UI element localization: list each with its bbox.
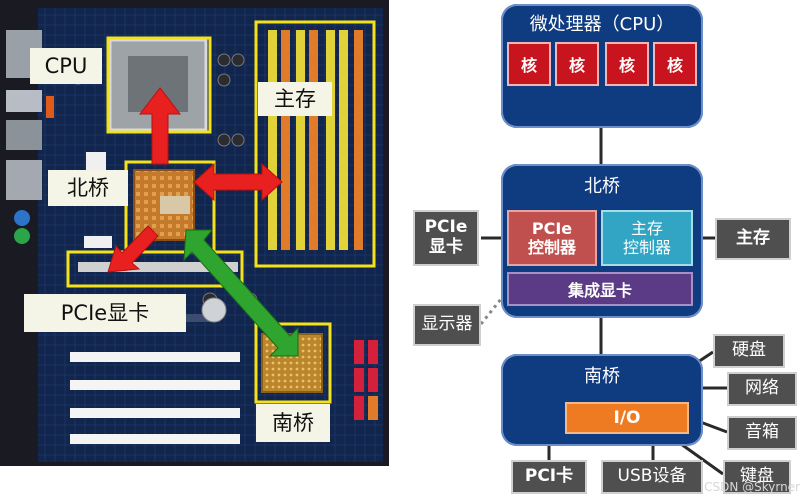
red-arrows <box>107 87 283 273</box>
memory-controller: 主存 控制器 <box>601 210 693 266</box>
display-box: 显示器 <box>413 304 481 346</box>
north-bridge-title: 北桥 <box>584 176 620 197</box>
cpu-title: 微处理器（CPU） <box>529 14 675 35</box>
motherboard-photo: CPU 北桥 主存 PCIe显卡 南桥 <box>0 0 389 466</box>
integrated-graphics: 集成显卡 <box>507 272 693 306</box>
cmos-battery <box>201 297 227 323</box>
label-south-bridge: 南桥 <box>256 404 330 442</box>
rear-port <box>6 120 42 150</box>
cpu-core: 核 <box>653 42 697 86</box>
label-north-bridge: 北桥 <box>48 170 128 206</box>
watermark: CSDN @Skyrner <box>704 480 800 494</box>
label-pcie-card: PCIe显卡 <box>24 294 186 332</box>
pcie-card-line1: PCIe <box>424 217 468 238</box>
pcie-controller-line1: PCIe <box>531 218 573 238</box>
main-memory-box: 主存 <box>715 218 791 260</box>
peripheral-speaker: 音箱 <box>727 416 797 450</box>
rear-port <box>6 160 42 200</box>
pcie-controller: PCIe 控制器 <box>507 210 597 266</box>
io-block: I/O <box>565 402 689 434</box>
green-arrow <box>183 229 299 357</box>
label-cpu: CPU <box>30 48 102 84</box>
memory-slots <box>268 30 363 250</box>
audio-jack <box>14 228 30 244</box>
architecture-diagram: 微处理器（CPU） 核 核 核 核 北桥 PCIe 控制器 主存 控制器 集成显… <box>389 0 806 496</box>
cpu-core: 核 <box>555 42 599 86</box>
sata-ports <box>354 340 378 420</box>
peripheral-network: 网络 <box>727 372 797 406</box>
rear-port <box>6 90 42 112</box>
memory-controller-line2: 控制器 <box>622 238 671 257</box>
label-main-memory: 主存 <box>258 82 332 116</box>
usb-device-box: USB设备 <box>601 460 703 494</box>
peripheral-keyboard: 键盘 <box>723 460 791 494</box>
cpu-core: 核 <box>605 42 649 86</box>
peripheral-hard-disk: 硬盘 <box>713 334 785 368</box>
pci-card-box: PCI卡 <box>511 460 587 494</box>
pcie-slot <box>78 262 238 272</box>
connector-lines <box>479 128 728 476</box>
pcie-card-box: PCIe 显卡 <box>413 210 479 266</box>
audio-jack <box>14 210 30 226</box>
pcie-controller-line2: 控制器 <box>527 238 576 257</box>
south-bridge-title: 南桥 <box>584 366 620 387</box>
pcie-card-line2: 显卡 <box>429 237 463 257</box>
memory-controller-line1: 主存 <box>630 218 663 238</box>
cpu-core: 核 <box>507 42 551 86</box>
